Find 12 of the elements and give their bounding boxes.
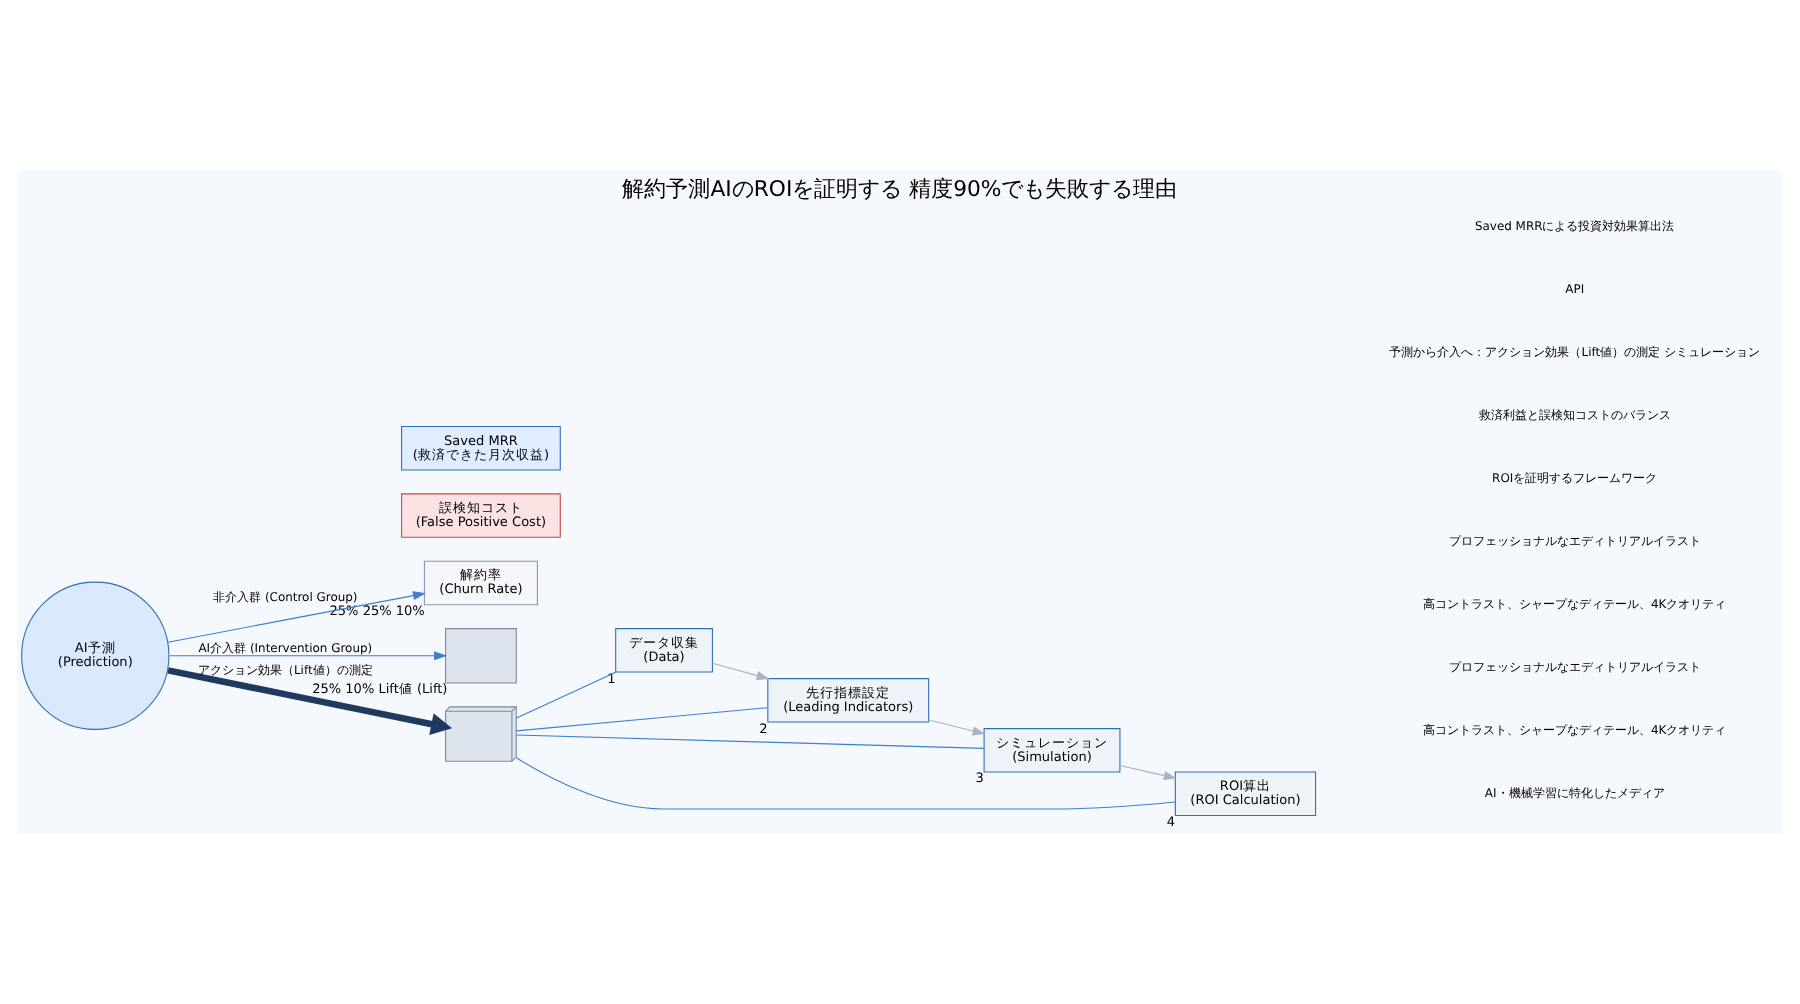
arrow [711, 662, 770, 680]
arrow [1119, 764, 1177, 780]
connector [515, 734, 985, 749]
diagram-title: 解約予測AIのROIを証明する 精度90%でも失敗する理由 [622, 176, 1178, 203]
connector [515, 757, 1176, 810]
arrow [928, 719, 986, 736]
node-bar [445, 628, 517, 684]
arrow [167, 591, 426, 643]
connector [515, 671, 617, 719]
connector [515, 707, 769, 732]
arrow [168, 651, 448, 661]
arrow [167, 667, 453, 735]
